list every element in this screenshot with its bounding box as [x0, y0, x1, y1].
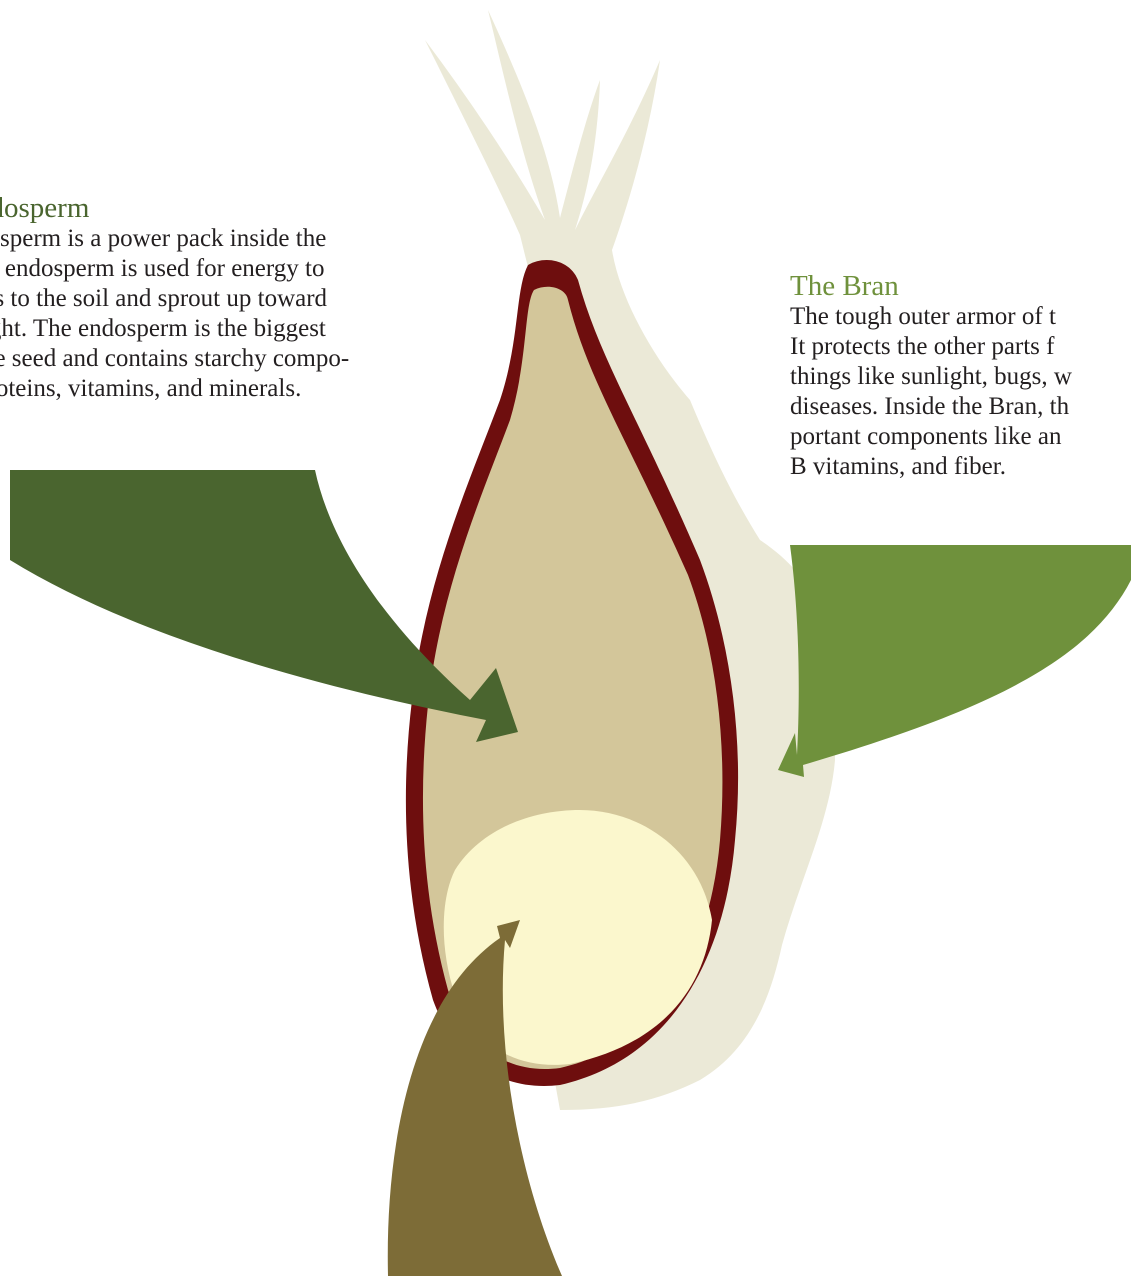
bran-line: diseases. Inside the Bran, th	[790, 392, 1072, 422]
endosperm-line: proteins, vitamins, and minerals.	[0, 374, 349, 404]
bran-line: portant components like an	[790, 422, 1072, 452]
bran-description: The Bran The tough outer armor of t It p…	[790, 270, 1072, 482]
bran-title: The Bran	[790, 270, 1072, 302]
bran-line: B vitamins, and fiber.	[790, 452, 1072, 482]
endosperm-line: ots to the soil and sprout up toward	[0, 284, 349, 314]
endosperm-line: he endosperm is used for energy to	[0, 254, 349, 284]
endosperm-line: light. The endosperm is the biggest	[0, 314, 349, 344]
endosperm-title: ndosperm	[0, 192, 349, 224]
endosperm-line: dosperm is a power pack inside the	[0, 224, 349, 254]
endosperm-description: ndosperm dosperm is a power pack inside …	[0, 192, 349, 404]
bran-arrow	[778, 545, 1131, 777]
bran-line: The tough outer armor of t	[790, 302, 1072, 332]
endosperm-line: the seed and contains starchy compo-	[0, 344, 349, 374]
bran-line: things like sunlight, bugs, w	[790, 362, 1072, 392]
bran-line: It protects the other parts f	[790, 332, 1072, 362]
